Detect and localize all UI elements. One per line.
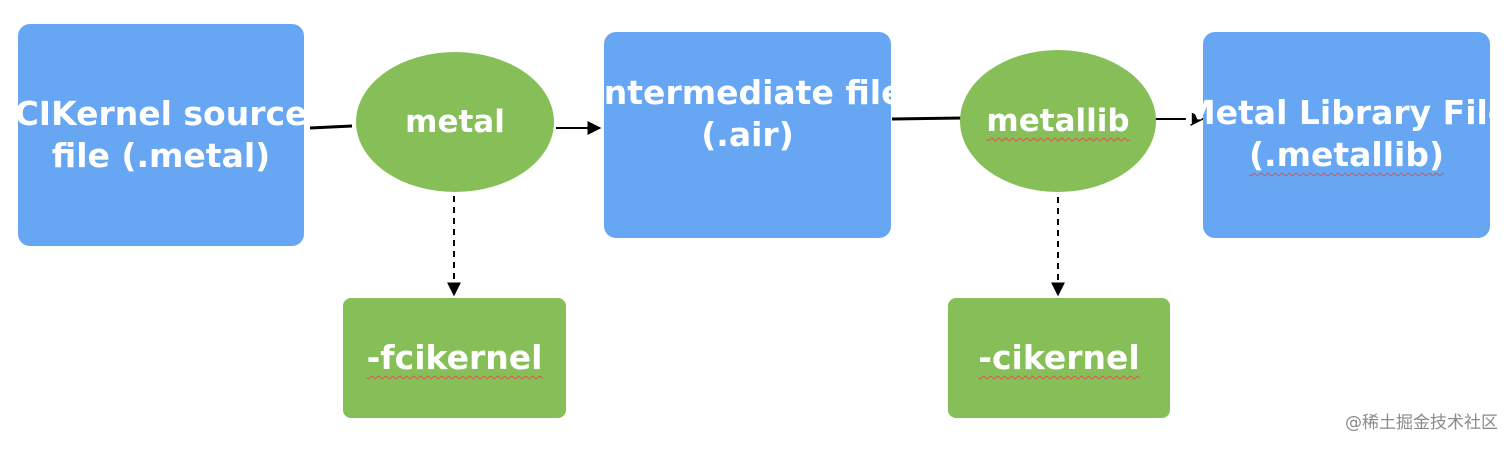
node-metallib-tool: metallib [960,50,1156,192]
edge-intermediate-to-metallib [891,116,963,121]
node-label: -cikernel [978,338,1140,377]
node-label-line-1: Metal Library File [1182,93,1511,132]
node-label-line-2: (.metallib) [1248,135,1445,174]
node-fcikernel-flag: -fcikernel [343,298,566,418]
node-intermediate-file: Intermediate file (.air) [592,32,904,238]
node-cikernel-source-file: CIKernel source file (.metal) [15,24,307,246]
node-label: metal [405,104,505,140]
node-label-line-1: Intermediate file [591,73,904,112]
watermark: @稀土掘金技术社区 [1345,413,1498,433]
node-cikernel-flag: -cikernel [948,298,1170,418]
edge-source-to-metal [309,124,353,130]
node-label-line-2: file (.metal) [51,136,271,175]
node-label: metallib [986,103,1130,139]
node-label-line-1: CIKernel source [14,94,308,133]
node-metal-library-file: Metal Library File (.metallib) [1183,32,1510,238]
node-label-line-2: (.air) [701,115,794,154]
node-label: -fcikernel [366,338,543,377]
node-metal-compiler: metal [356,52,554,192]
